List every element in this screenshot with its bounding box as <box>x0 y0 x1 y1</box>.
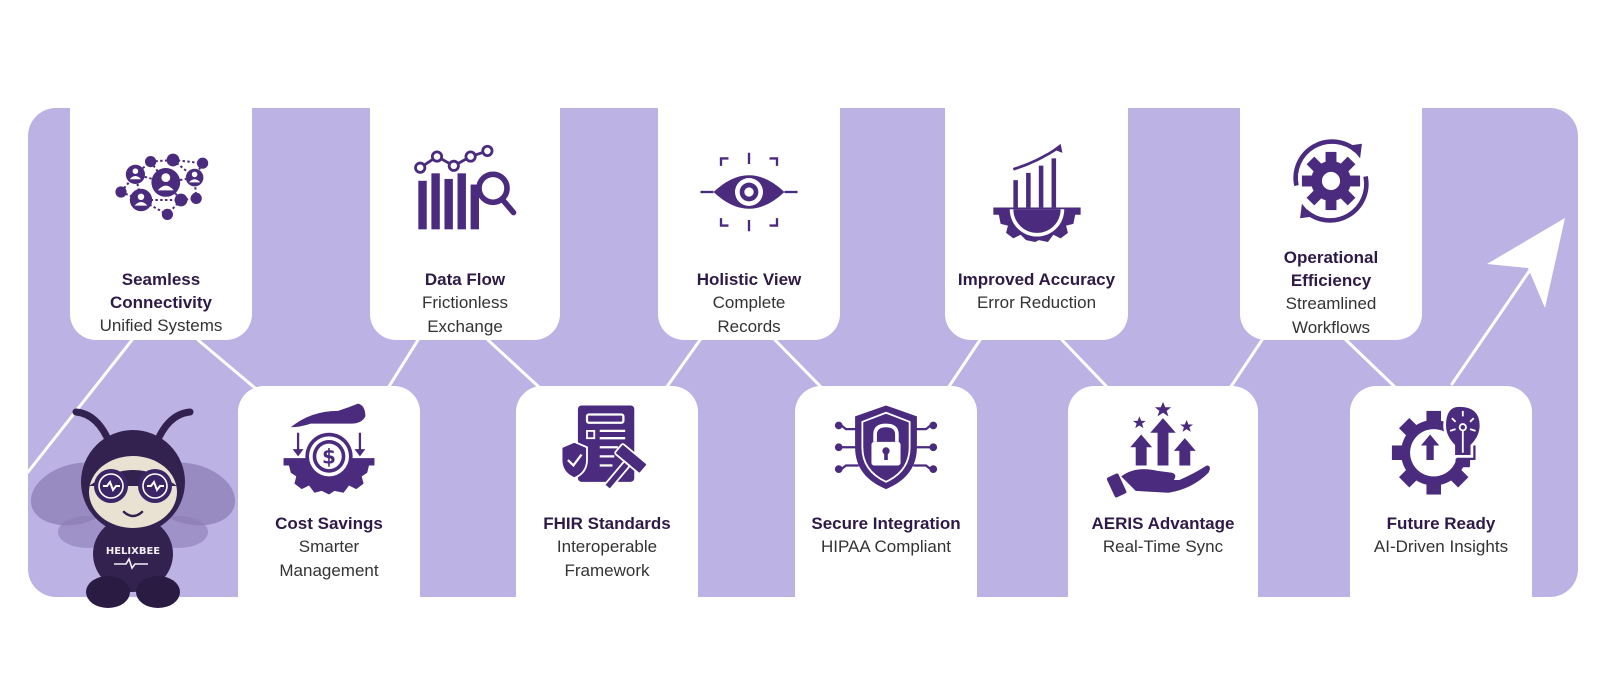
gear-cycle-icon <box>1271 128 1391 234</box>
svg-text:$: $ <box>322 445 336 469</box>
step-title: Data Flow <box>424 270 506 289</box>
step-card-fhir-standards: FHIR Standards Interoperable Framework <box>516 386 698 597</box>
shield-lock-circuit-icon <box>826 396 946 504</box>
gear-lightbulb-icon <box>1381 396 1501 504</box>
step-subtitle: Error Reduction <box>976 293 1097 312</box>
step-title: Future Ready <box>1386 514 1496 533</box>
step-subtitle: Interoperable Framework <box>556 537 658 580</box>
step-title: Cost Savings <box>275 514 383 533</box>
step-card-cost-savings: $ Cost Savings Smarter Management <box>238 386 420 597</box>
step-card-future-ready: Future Ready AI-Driven Insights <box>1350 386 1532 597</box>
svg-text:HELIXBEE: HELIXBEE <box>106 546 160 557</box>
step-card-operational-efficiency: Operational Efficiency Streamlined Workf… <box>1240 108 1422 340</box>
step-subtitle: Smarter Management <box>279 537 379 580</box>
step-subtitle: Frictionless Exchange <box>422 293 508 336</box>
step-card-data-flow: Data Flow Frictionless Exchange <box>370 108 560 340</box>
hand-dollar-gear-icon: $ <box>269 396 389 504</box>
step-card-secure-integration: Secure Integration HIPAA Compliant <box>795 386 977 597</box>
step-card-aeris-advantage: AERIS Advantage Real-Time Sync <box>1068 386 1258 597</box>
step-title: Seamless Connectivity <box>109 270 213 312</box>
chart-magnifier-icon <box>405 136 525 248</box>
step-title: FHIR Standards <box>543 514 671 533</box>
step-card-improved-accuracy: Improved Accuracy Error Reduction <box>945 108 1128 340</box>
gear-growth-chart-icon <box>977 136 1097 248</box>
step-title: Operational Efficiency <box>1283 248 1379 290</box>
step-title: Holistic View <box>696 270 802 289</box>
eye-focus-icon <box>689 136 809 248</box>
step-subtitle: Complete Records <box>712 293 786 336</box>
step-subtitle: AI-Driven Insights <box>1373 537 1509 556</box>
step-subtitle: Streamlined Workflows <box>1285 294 1377 337</box>
bee-mascot-icon: HELIXBEE <box>30 408 236 608</box>
step-subtitle: Unified Systems <box>99 316 223 335</box>
document-gavel-shield-icon <box>547 396 667 504</box>
network-people-icon <box>101 136 221 248</box>
step-title: AERIS Advantage <box>1091 514 1235 533</box>
step-title: Secure Integration <box>811 514 961 533</box>
step-card-holistic-view: Holistic View Complete Records <box>658 108 840 340</box>
step-card-seamless-connectivity: Seamless Connectivity Unified Systems <box>70 108 252 340</box>
step-subtitle: HIPAA Compliant <box>820 537 952 556</box>
hand-arrows-stars-icon <box>1103 396 1223 504</box>
step-subtitle: Real-Time Sync <box>1102 537 1224 556</box>
step-title: Improved Accuracy <box>957 270 1116 289</box>
